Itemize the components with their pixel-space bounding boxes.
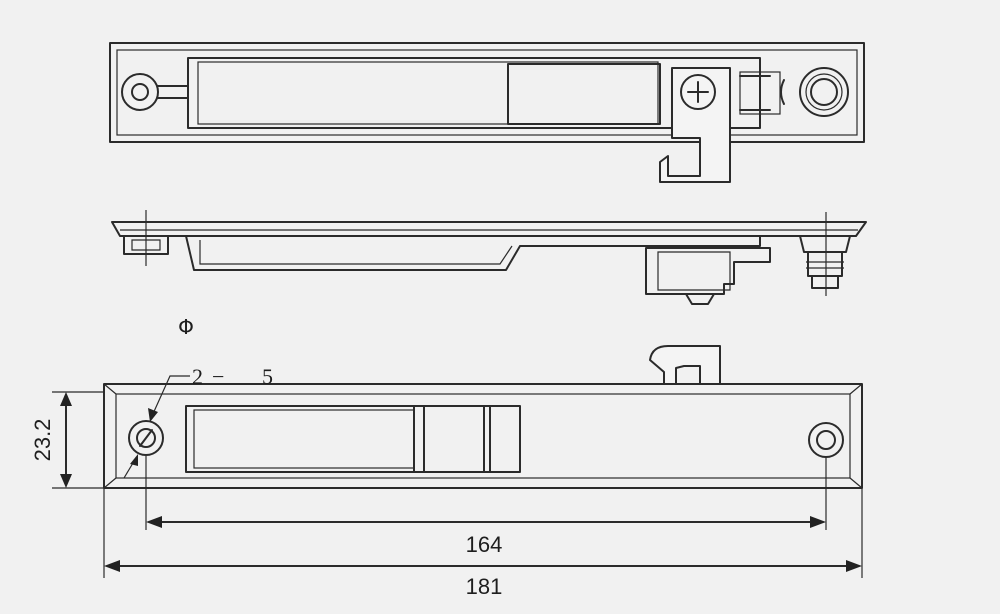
front-view-hole-right	[808, 422, 844, 458]
top-view-button-inner	[810, 78, 838, 106]
hole-diameter-label: 5	[262, 364, 273, 389]
top-view-keyhole-outer	[121, 73, 159, 111]
top-view-inner-frame	[116, 49, 858, 136]
top-view-hook-lever	[659, 67, 731, 183]
hole-callout-dash: −	[212, 364, 224, 389]
side-view	[111, 210, 867, 305]
dimension-hole-spacing-label: 164	[466, 532, 503, 557]
side-view-plate	[111, 221, 867, 237]
top-view-slide-body	[187, 57, 761, 129]
diameter-symbol: Φ	[178, 315, 194, 339]
side-view-button-stem	[799, 235, 851, 253]
front-view-hook	[649, 345, 721, 385]
front-view-inner-frame	[115, 393, 851, 479]
dimension-overall-length-label: 181	[466, 574, 503, 599]
dimension-height-label: 23.2	[30, 419, 55, 462]
top-view-screw	[680, 74, 716, 110]
front-view	[103, 345, 863, 489]
top-view	[109, 42, 865, 183]
top-view-frame	[109, 42, 865, 143]
front-view-slot	[185, 405, 521, 473]
top-view-keyhole-inner	[131, 83, 149, 101]
front-view-frame	[103, 383, 863, 489]
top-view-button-outer	[799, 67, 849, 117]
hole-callout: Φ 2 − 5	[123, 315, 273, 479]
side-view-hook-housing	[645, 247, 771, 295]
hole-count-label: 2	[192, 364, 203, 389]
dimensions: 23.2 164 181	[30, 391, 863, 599]
top-view-window	[507, 63, 661, 125]
front-view-hole-left	[128, 420, 164, 456]
side-view-body	[185, 235, 761, 271]
